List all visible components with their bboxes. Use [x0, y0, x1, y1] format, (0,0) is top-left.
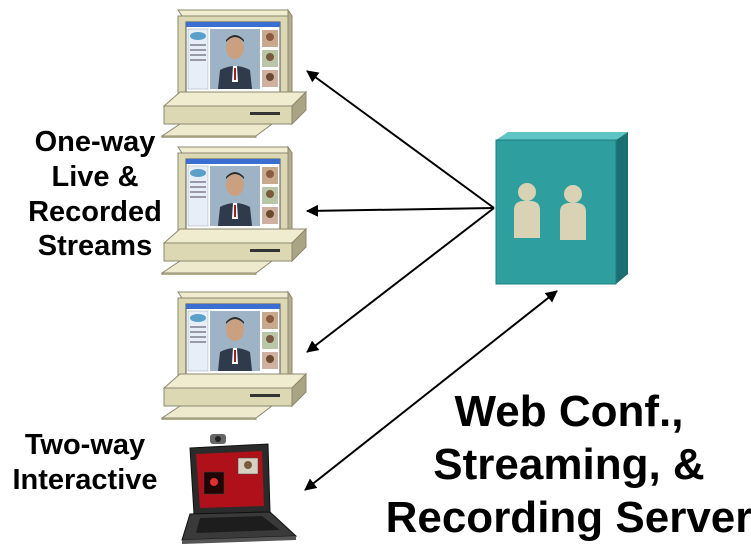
connection-arrows [304, 70, 558, 491]
label-line: Recorded [28, 195, 162, 228]
label-line: Two-way [24, 429, 146, 461]
arrow-to-computer-1 [306, 70, 495, 209]
label-line: Interactive [12, 463, 158, 496]
laptop-icon [181, 434, 298, 544]
label-line: Web Conf., [454, 387, 684, 436]
label-line: Streaming, & [433, 439, 705, 489]
server-label: Web Conf., Streaming, & Recording Server [384, 386, 751, 544]
arrow-to-computer-2 [306, 204, 495, 217]
label-line: Live & [51, 160, 139, 193]
two-way-interactive-label: Two-way Interactive [0, 428, 170, 498]
label-line: One-way [34, 126, 156, 158]
arrow-laptop-server [304, 290, 558, 491]
one-way-streams-label: One-way Live & Recorded Streams [16, 125, 174, 264]
arrow-to-computer-3 [306, 207, 495, 353]
server-icon [495, 132, 628, 285]
label-line: Recording Server [385, 492, 751, 542]
label-line: Streams [37, 230, 153, 263]
desktop-computer-icon [161, 291, 307, 420]
desktop-computer-icon [161, 146, 307, 275]
desktop-computer-icon [161, 9, 307, 138]
